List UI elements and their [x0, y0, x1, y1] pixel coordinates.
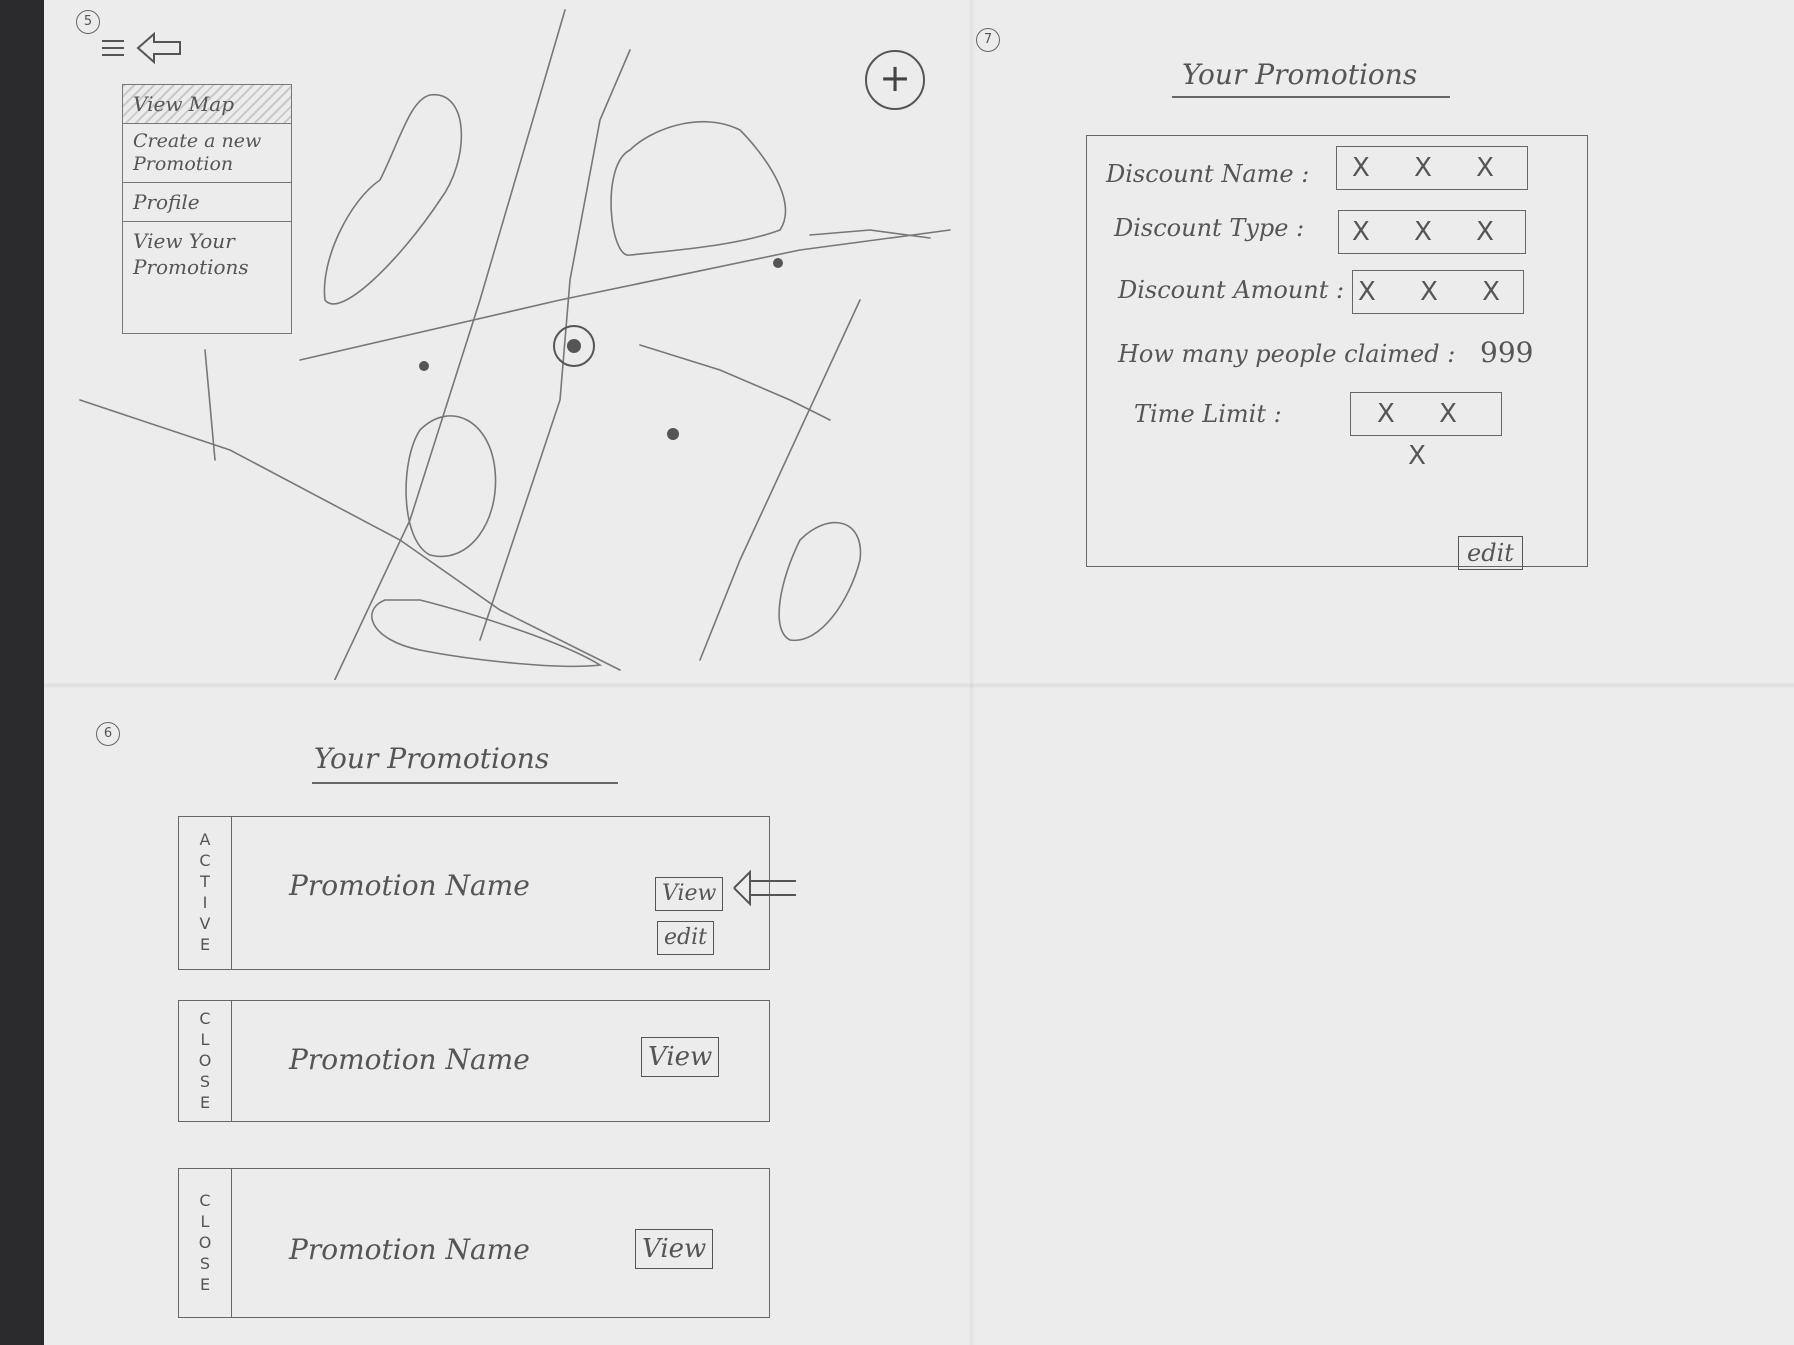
map-road — [299, 229, 951, 361]
view-button[interactable]: View — [641, 1037, 720, 1077]
promotion-card[interactable]: ACTIVE Promotion Name View edit — [178, 816, 770, 970]
time-limit-label: Time Limit : — [1134, 400, 1282, 428]
status-label: CLOSE — [195, 1190, 215, 1296]
status-label: ACTIVE — [195, 830, 215, 956]
discount-name-field[interactable]: X X X — [1336, 146, 1528, 190]
map-area — [323, 94, 463, 305]
map-road — [204, 349, 216, 461]
title-underline — [312, 782, 618, 784]
back-arrow-icon[interactable] — [134, 30, 184, 70]
map-road — [639, 344, 831, 421]
side-menu: View Map Create a new Promotion Profile … — [122, 84, 292, 334]
menu-item-view-promotions[interactable]: View Your Promotions — [133, 229, 249, 279]
promotion-pin[interactable] — [773, 258, 783, 268]
map-road — [479, 49, 631, 641]
promotion-pin[interactable] — [419, 361, 429, 371]
promotion-card[interactable]: CLOSE Promotion Name View — [178, 1168, 770, 1318]
promotion-detail-card — [1086, 135, 1588, 567]
claimed-count-label: How many people claimed : — [1118, 340, 1456, 368]
screen-number-6: 6 — [96, 722, 120, 746]
map-road — [79, 399, 621, 671]
discount-type-field[interactable]: X X X — [1338, 210, 1526, 254]
map-road — [809, 229, 931, 239]
discount-amount-field[interactable]: X X X — [1352, 270, 1524, 314]
menu-item-profile[interactable]: Profile — [123, 183, 291, 222]
promotion-pin[interactable] — [667, 428, 679, 440]
status-strip-close: CLOSE — [179, 1001, 232, 1121]
map-road — [333, 9, 566, 680]
claimed-count-value: 999 — [1480, 336, 1534, 369]
page-title: Your Promotions — [1182, 58, 1418, 91]
title-underline — [1172, 96, 1450, 98]
discount-name-label: Discount Name : — [1106, 160, 1310, 188]
menu-item-view-map[interactable]: View Map — [123, 85, 291, 124]
promotion-name: Promotion Name — [289, 1233, 530, 1266]
status-strip-active: ACTIVE — [179, 817, 232, 969]
time-limit-field[interactable]: X X X — [1350, 392, 1502, 471]
status-strip-close: CLOSE — [179, 1169, 232, 1317]
promotion-card[interactable]: CLOSE Promotion Name View — [178, 1000, 770, 1122]
edit-button[interactable]: edit — [1458, 536, 1523, 570]
promotion-name: Promotion Name — [289, 1043, 530, 1076]
map-area — [371, 599, 603, 668]
map-view[interactable] — [0, 0, 960, 680]
status-label: CLOSE — [195, 1008, 215, 1114]
discount-amount-label: Discount Amount : — [1118, 276, 1345, 304]
screen-number-7: 7 — [976, 28, 1000, 52]
view-button[interactable]: View — [635, 1229, 714, 1269]
screen-number-5: 5 — [76, 10, 100, 34]
promotion-name: Promotion Name — [289, 869, 530, 902]
current-location-marker[interactable] — [553, 325, 595, 367]
map-area — [778, 521, 862, 642]
current-location-dot — [567, 339, 581, 353]
discount-type-label: Discount Type : — [1114, 214, 1305, 242]
pointer-arrow-icon — [730, 868, 800, 912]
map-area — [405, 415, 497, 558]
add-promotion-button[interactable]: + — [865, 50, 925, 110]
page-title: Your Promotions — [314, 742, 550, 775]
sketch-paper — [44, 0, 1794, 1345]
edit-button[interactable]: edit — [657, 921, 714, 955]
view-button[interactable]: View — [655, 877, 724, 911]
menu-item-create-promotion[interactable]: Create a new Promotion — [123, 124, 291, 183]
hamburger-menu-icon[interactable] — [100, 36, 126, 64]
map-road — [699, 299, 861, 661]
map-area — [610, 121, 787, 256]
